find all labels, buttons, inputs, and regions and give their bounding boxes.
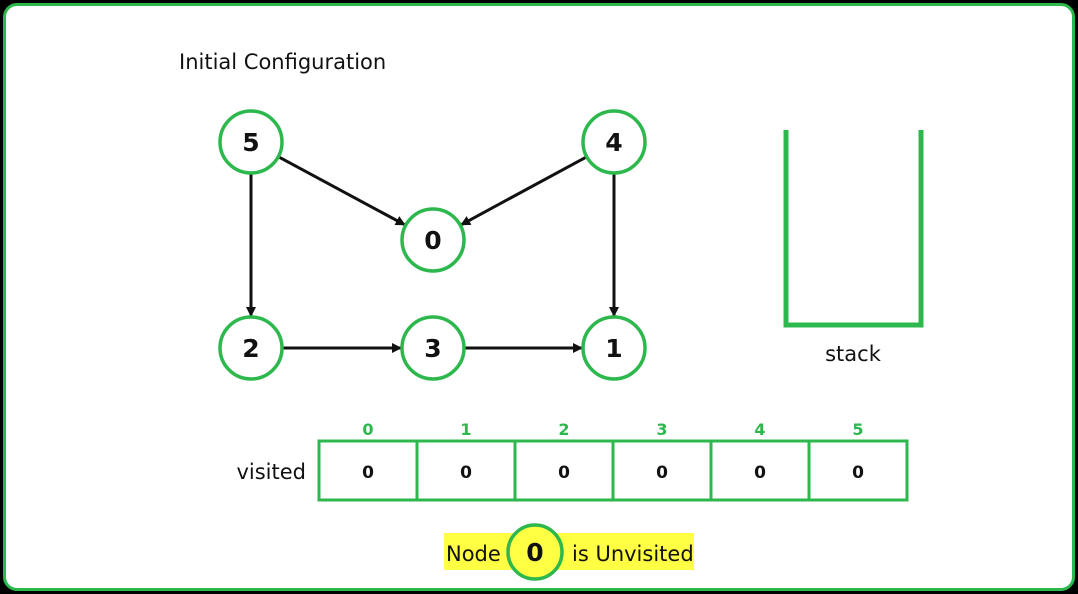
visited-label: visited [236, 460, 306, 484]
stack-label: stack [825, 342, 882, 366]
visited-value-4: 0 [754, 463, 766, 483]
visited-index-3: 3 [656, 420, 667, 439]
node-label: 1 [605, 334, 622, 363]
visited-cell-3 [611, 439, 713, 502]
visited-value-1: 0 [460, 463, 472, 483]
visited-index-2: 2 [558, 420, 569, 439]
visited-cell-0 [317, 439, 419, 502]
status-node-label: 0 [526, 538, 543, 567]
graph-node-0: 0 [400, 207, 466, 273]
node-label: 5 [242, 128, 259, 157]
edge-4-to-0 [460, 155, 588, 227]
node-circle [581, 315, 647, 381]
visited-value-5: 0 [852, 463, 864, 483]
node-label: 2 [242, 334, 259, 363]
graph-node-3: 3 [400, 315, 466, 381]
visited-array: 0 0 1 0 2 0 3 0 4 0 5 0 [317, 420, 909, 502]
status-suffix: is Unvisited [572, 542, 694, 566]
visited-value-0: 0 [362, 463, 374, 483]
node-circle [400, 315, 466, 381]
node-circle [218, 109, 284, 175]
graph-node-1: 1 [581, 315, 647, 381]
edge-5-to-0 [277, 155, 406, 227]
graph-edges [246, 155, 619, 353]
diagram-title: Initial Configuration [179, 50, 386, 74]
dfs-diagram: Initial Configuration 5 4 0 2 3 1 stack visit… [179, 50, 924, 581]
graph-nodes: 5 4 0 2 3 1 [218, 109, 647, 381]
visited-cell-2 [513, 439, 615, 502]
stack-container [783, 130, 924, 328]
status-prefix: Node [446, 542, 501, 566]
visited-index-1: 1 [460, 420, 471, 439]
node-circle [581, 109, 647, 175]
node-circle [218, 315, 284, 381]
node-label: 4 [605, 128, 622, 157]
visited-index-0: 0 [362, 420, 373, 439]
node-label: 0 [424, 226, 441, 255]
status-node-circle [506, 523, 564, 581]
graph-node-5: 5 [218, 109, 284, 175]
visited-cell-1 [415, 439, 517, 502]
graph-node-4: 4 [581, 109, 647, 175]
node-label: 3 [424, 334, 441, 363]
node-circle [400, 207, 466, 273]
diagram-frame: Initial Configuration 5 4 0 2 3 1 stack visit… [3, 3, 1075, 591]
graph-node-2: 2 [218, 315, 284, 381]
visited-value-3: 0 [656, 463, 668, 483]
visited-cell-5 [807, 439, 909, 502]
visited-index-5: 5 [852, 420, 863, 439]
visited-index-4: 4 [754, 420, 765, 439]
status-highlight [444, 533, 694, 570]
visited-value-2: 0 [558, 463, 570, 483]
